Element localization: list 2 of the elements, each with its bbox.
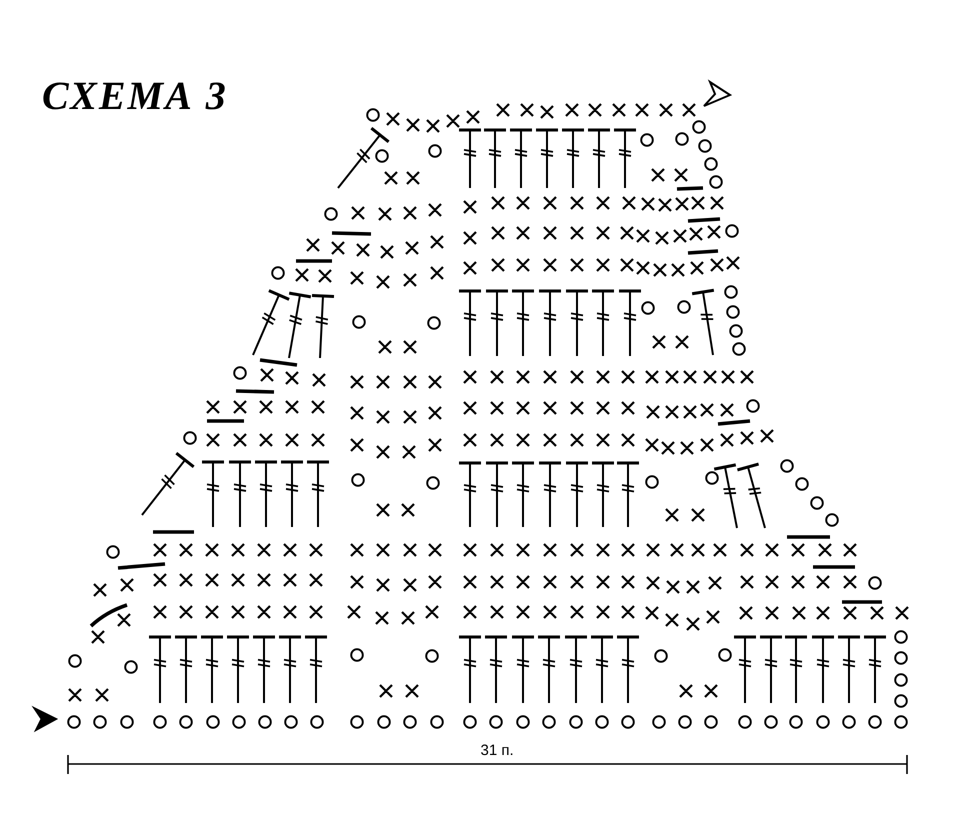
- chart-title: СХЕМА 3: [42, 74, 228, 118]
- dimension-label: 31 п.: [480, 742, 514, 760]
